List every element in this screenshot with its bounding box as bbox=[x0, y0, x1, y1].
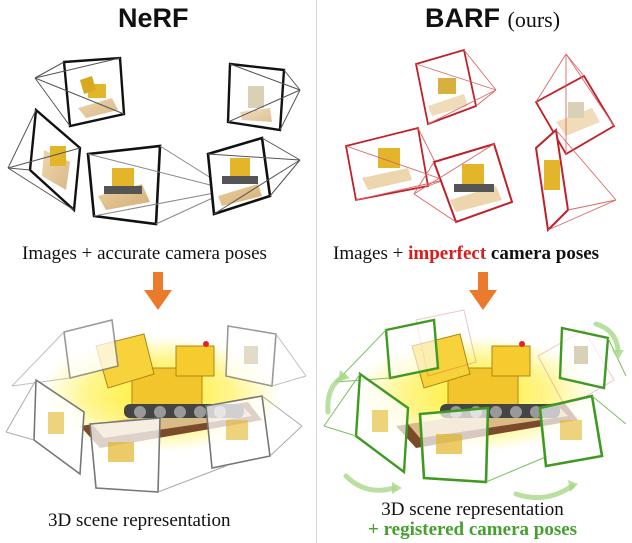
registered-poses-highlight: + registered camera poses bbox=[368, 519, 578, 540]
nerf-title: NeRF bbox=[118, 3, 189, 33]
bulldozer-thumbnail bbox=[240, 86, 272, 122]
barf-title-suffix: (ours) bbox=[507, 7, 561, 32]
nerf-camera-5 bbox=[206, 136, 301, 216]
barf-camera-5 bbox=[534, 128, 617, 233]
nerf-input-caption: Images + accurate camera poses bbox=[22, 243, 267, 264]
nerf-camera-4 bbox=[226, 62, 301, 132]
nerf-output-camera-4 bbox=[89, 417, 227, 493]
barf-title-name: BARF bbox=[425, 3, 500, 33]
barf-camera-4 bbox=[413, 142, 514, 224]
nerf-output-camera-5 bbox=[205, 395, 303, 469]
nerf-output-camera-2 bbox=[225, 325, 307, 387]
barf-output-caption: 3D scene representation + registered cam… bbox=[368, 500, 577, 540]
nerf-camera-3 bbox=[86, 144, 231, 226]
nerf-output-camera-3 bbox=[5, 378, 85, 476]
nerf-output-camera-1 bbox=[11, 319, 119, 387]
nerf-output-caption: 3D scene representation bbox=[48, 510, 231, 531]
barf-input-caption: Images + imperfect camera poses bbox=[333, 243, 599, 265]
barf-input-caption-rest: camera poses bbox=[486, 243, 600, 264]
bulldozer-thumbnail bbox=[450, 164, 502, 212]
barf-title: BARF (ours) bbox=[425, 3, 560, 34]
bulldozer-thumbnail bbox=[78, 76, 118, 118]
barf-camera-3 bbox=[344, 126, 445, 202]
barf-scene-representation bbox=[323, 309, 627, 501]
registered-camera-4 bbox=[418, 406, 549, 484]
registered-camera-1 bbox=[335, 318, 440, 383]
bulldozer-thumbnail bbox=[428, 78, 468, 116]
bulldozer-thumbnail bbox=[98, 168, 150, 210]
registration-arrowheads bbox=[338, 350, 624, 494]
registered-camera-5 bbox=[538, 394, 627, 468]
bulldozer-thumbnail bbox=[544, 160, 560, 190]
down-arrow-icon bbox=[469, 272, 497, 310]
barf-input-cameras bbox=[344, 48, 617, 233]
nerf-camera-2 bbox=[7, 107, 82, 213]
registered-camera-3 bbox=[323, 371, 410, 475]
barf-input-caption-prefix: Images + bbox=[333, 243, 409, 264]
nerf-camera-1 bbox=[34, 56, 126, 128]
down-arrow-icon bbox=[144, 272, 172, 310]
column-divider bbox=[316, 0, 317, 543]
barf-output-caption-line1: 3D scene representation bbox=[381, 499, 564, 520]
imperfect-highlight: imperfect bbox=[408, 243, 487, 264]
barf-camera-1 bbox=[414, 48, 497, 126]
bulldozer-thumbnail bbox=[218, 158, 262, 206]
bulldozer-thumbnail bbox=[556, 102, 600, 136]
bulldozer-thumbnail bbox=[42, 146, 70, 190]
nerf-scene-representation bbox=[5, 319, 307, 493]
nerf-input-cameras bbox=[7, 56, 301, 226]
